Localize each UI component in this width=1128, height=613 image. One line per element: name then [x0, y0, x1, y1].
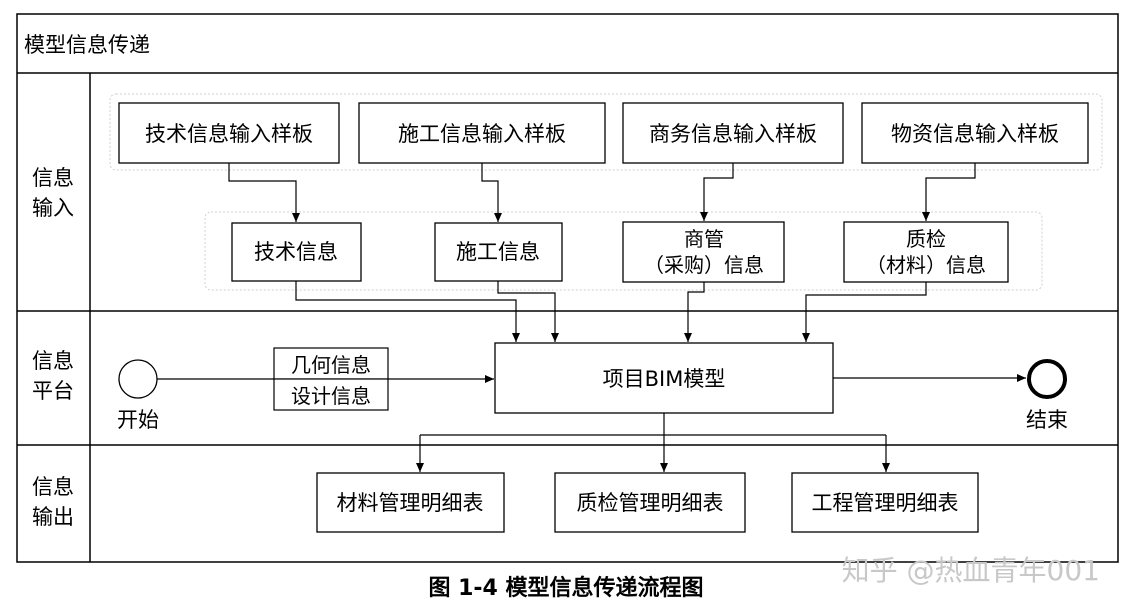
template-group	[109, 93, 1103, 171]
connector-info-construction	[497, 281, 559, 342]
template-box-tech	[118, 102, 340, 164]
template-label-tech: 技术信息输入样板	[145, 122, 313, 146]
output-label-engineering: 工程管理明细表	[812, 491, 959, 515]
connector-template-tech	[228, 163, 300, 222]
info-box-construction	[434, 222, 563, 282]
start-label: 开始	[117, 408, 159, 432]
lane-label-output-2: 输出	[32, 505, 74, 529]
design-label: 设计信息	[291, 384, 371, 408]
info-label-construction: 施工信息	[456, 240, 540, 264]
connector-template-construction	[481, 163, 502, 222]
info-label-tech: 技术信息	[254, 240, 338, 264]
output-box-material	[316, 472, 505, 533]
info-box-commerce	[622, 221, 785, 283]
lane-label-input-2: 输入	[32, 196, 74, 220]
connector-info-commerce	[684, 282, 705, 342]
template-label-construction: 施工信息输入样板	[398, 122, 566, 146]
geometry-label: 几何信息	[291, 353, 371, 377]
figure-caption: 图 1-4 模型信息传递流程图	[428, 575, 703, 601]
info-box-quality	[843, 221, 1009, 283]
design-box	[273, 378, 389, 411]
output-label-quality: 质检管理明细表	[577, 491, 724, 515]
output-box-quality	[554, 472, 746, 533]
info-label-quality-1: 质检	[906, 227, 946, 251]
template-box-construction	[358, 102, 606, 164]
template-label-material: 物资信息输入样板	[891, 122, 1059, 146]
end-label: 结束	[1026, 408, 1068, 432]
outer-frame	[16, 13, 1119, 563]
connector-info-tech	[295, 281, 520, 342]
info-label-commerce-2: （采购）信息	[644, 253, 764, 277]
template-label-commerce: 商务信息输入样板	[649, 122, 817, 146]
bim-model-label: 项目BIM模型	[603, 367, 726, 391]
lane-label-platform-2: 平台	[32, 379, 74, 403]
output-label-material: 材料管理明细表	[337, 491, 484, 515]
connector-template-commerce	[700, 163, 734, 221]
connector-template-material	[922, 163, 976, 221]
lane-label-input-1: 信息	[32, 166, 74, 190]
start-node	[118, 359, 158, 399]
geometry-box	[273, 347, 389, 380]
info-label-commerce-1: 商管	[684, 227, 724, 251]
bim-model-box	[494, 342, 834, 414]
end-node	[1027, 359, 1067, 399]
diagram-title: 模型信息传递	[24, 33, 150, 57]
watermark: 知乎 @热血青年001	[842, 554, 1100, 587]
lane-label-platform-1: 信息	[32, 349, 74, 373]
lane-label-output-1: 信息	[32, 475, 74, 499]
connector-info-quality	[802, 282, 927, 342]
info-group	[204, 211, 1043, 291]
output-box-engineering	[791, 472, 979, 533]
info-label-quality-2: （材料）信息	[866, 253, 986, 277]
